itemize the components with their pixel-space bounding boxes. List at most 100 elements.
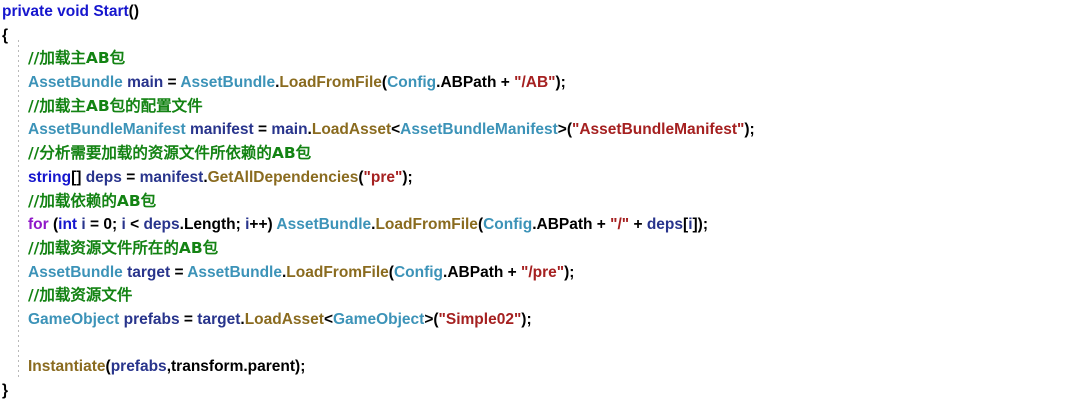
type-config: Config: [387, 74, 437, 92]
variable-i: i: [77, 216, 86, 234]
dot: .: [281, 263, 287, 281]
type-config: Config: [483, 216, 533, 234]
semicolon: ;: [112, 216, 122, 234]
number-literal: 0: [103, 216, 112, 234]
comment: //加载资源文件所在的AB包: [28, 238, 219, 257]
type-gameobject: GameObject: [28, 310, 120, 328]
semicolon: ;: [235, 216, 246, 234]
method-loadasset: LoadAsset: [311, 121, 392, 139]
variable-i: i: [121, 216, 126, 234]
code-line-2: {: [0, 24, 1087, 48]
dot: .: [203, 168, 208, 186]
angle-open: <: [323, 310, 333, 328]
variable-prefabs: prefabs: [110, 358, 167, 376]
dot: .: [436, 74, 441, 92]
angle-close-paren: >(: [424, 310, 439, 328]
comment: //分析需要加载的资源文件所依赖的AB包: [28, 144, 312, 163]
string-literal: "/pre": [521, 263, 565, 281]
method-loadfromfile: LoadFromFile: [375, 216, 478, 234]
code-line-7: //分析需要加载的资源文件所依赖的AB包: [0, 142, 1087, 166]
paren-open: (: [105, 358, 111, 376]
code-line-11: //加载资源文件所在的AB包: [0, 237, 1087, 261]
method-loadfromfile: LoadFromFile: [286, 263, 389, 281]
variable-deps: deps: [646, 216, 684, 234]
expression-transform-parent: transform.parent: [171, 358, 296, 376]
method-loadasset: LoadAsset: [244, 310, 324, 328]
property-abpath: ABPath: [447, 263, 504, 281]
comment: //加载主AB包的配置文件: [28, 96, 203, 115]
variable-target: target: [197, 310, 241, 328]
code-line-12: AssetBundle target = AssetBundle.LoadFro…: [0, 261, 1087, 285]
code-line-16: Instantiate(prefabs,transform.parent);: [0, 355, 1087, 379]
paren-close-semicolon: );: [521, 310, 532, 328]
code-line-13: //加载资源文件: [0, 284, 1087, 308]
type-assetbundle: AssetBundle: [28, 74, 123, 92]
paren-open: (: [48, 216, 59, 234]
type-assetbundlemanifest: AssetBundleManifest: [28, 121, 186, 139]
variable-i: i: [688, 216, 693, 234]
code-line-8: string[] deps = manifest.GetAllDependenc…: [0, 166, 1087, 190]
type-config: Config: [393, 263, 444, 281]
code-line-9: //加载依赖的AB包: [0, 190, 1087, 214]
parentheses: (): [128, 3, 139, 20]
paren-close-semicolon: );: [402, 168, 413, 186]
code-line-4: AssetBundle main = AssetBundle.LoadFromF…: [0, 71, 1087, 95]
dot: .: [307, 121, 312, 139]
variable-i: i: [245, 216, 250, 234]
dot: .: [179, 216, 184, 234]
property-length: Length: [183, 216, 236, 234]
type-assetbundlemanifest: AssetBundleManifest: [400, 121, 558, 139]
code-line-1: private void Start(): [0, 0, 1087, 24]
string-literal: "Simple02": [438, 310, 522, 328]
code-line-15-blank: [0, 332, 1087, 356]
array-brackets: []: [71, 168, 86, 186]
variable-deps: deps: [85, 168, 122, 186]
paren-open: (: [477, 216, 484, 234]
property-abpath: ABPath: [536, 216, 593, 234]
dot: .: [371, 216, 376, 234]
variable-main: main: [271, 121, 308, 139]
variable-manifest: manifest: [139, 168, 204, 186]
property-abpath: ABPath: [440, 74, 497, 92]
dot: .: [275, 74, 280, 92]
type-gameobject: GameObject: [333, 310, 425, 328]
dot: .: [240, 310, 245, 328]
paren-open: (: [358, 168, 364, 186]
keyword-for: for: [28, 216, 49, 234]
string-literal: "/AB": [514, 74, 556, 92]
code-line-14: GameObject prefabs = target.LoadAsset<Ga…: [0, 308, 1087, 332]
operator-plus: +: [496, 74, 515, 92]
string-literal: "/": [610, 216, 630, 234]
variable-target: target: [127, 263, 171, 281]
operator-assign: =: [121, 168, 140, 186]
bracket-close-semicolon: ]);: [692, 216, 709, 234]
operator-assign: =: [179, 310, 198, 328]
paren-open: (: [388, 263, 394, 281]
method-name-start: Start: [93, 3, 129, 20]
paren-close-semicolon: );: [555, 74, 566, 92]
operator-assign: =: [253, 121, 272, 139]
type-assetbundle: AssetBundle: [276, 216, 372, 234]
string-literal: "AssetBundleManifest": [572, 121, 745, 139]
code-line-3: //加载主AB包: [0, 47, 1087, 71]
paren-close-semicolon: );: [564, 263, 575, 281]
paren-open: (: [381, 74, 388, 92]
bracket-open: [: [683, 216, 689, 234]
paren-close-semicolon: );: [295, 358, 306, 376]
variable-main: main: [127, 74, 164, 92]
brace-close: }: [2, 382, 9, 399]
comment: //加载依赖的AB包: [28, 191, 157, 210]
method-loadfromfile: LoadFromFile: [279, 74, 382, 92]
brace-open: {: [2, 26, 9, 44]
operator-increment: ++): [249, 216, 277, 234]
keyword-void: void: [57, 3, 90, 20]
angle-close-paren: >(: [557, 121, 573, 139]
type-assetbundle: AssetBundle: [28, 263, 123, 281]
paren-close-semicolon: );: [744, 121, 755, 139]
comment: //加载主AB包: [28, 49, 126, 68]
type-assetbundle: AssetBundle: [187, 263, 282, 281]
method-getalldependencies: GetAllDependencies: [207, 168, 359, 186]
dot: .: [532, 216, 537, 234]
code-line-5: //加载主AB包的配置文件: [0, 95, 1087, 119]
